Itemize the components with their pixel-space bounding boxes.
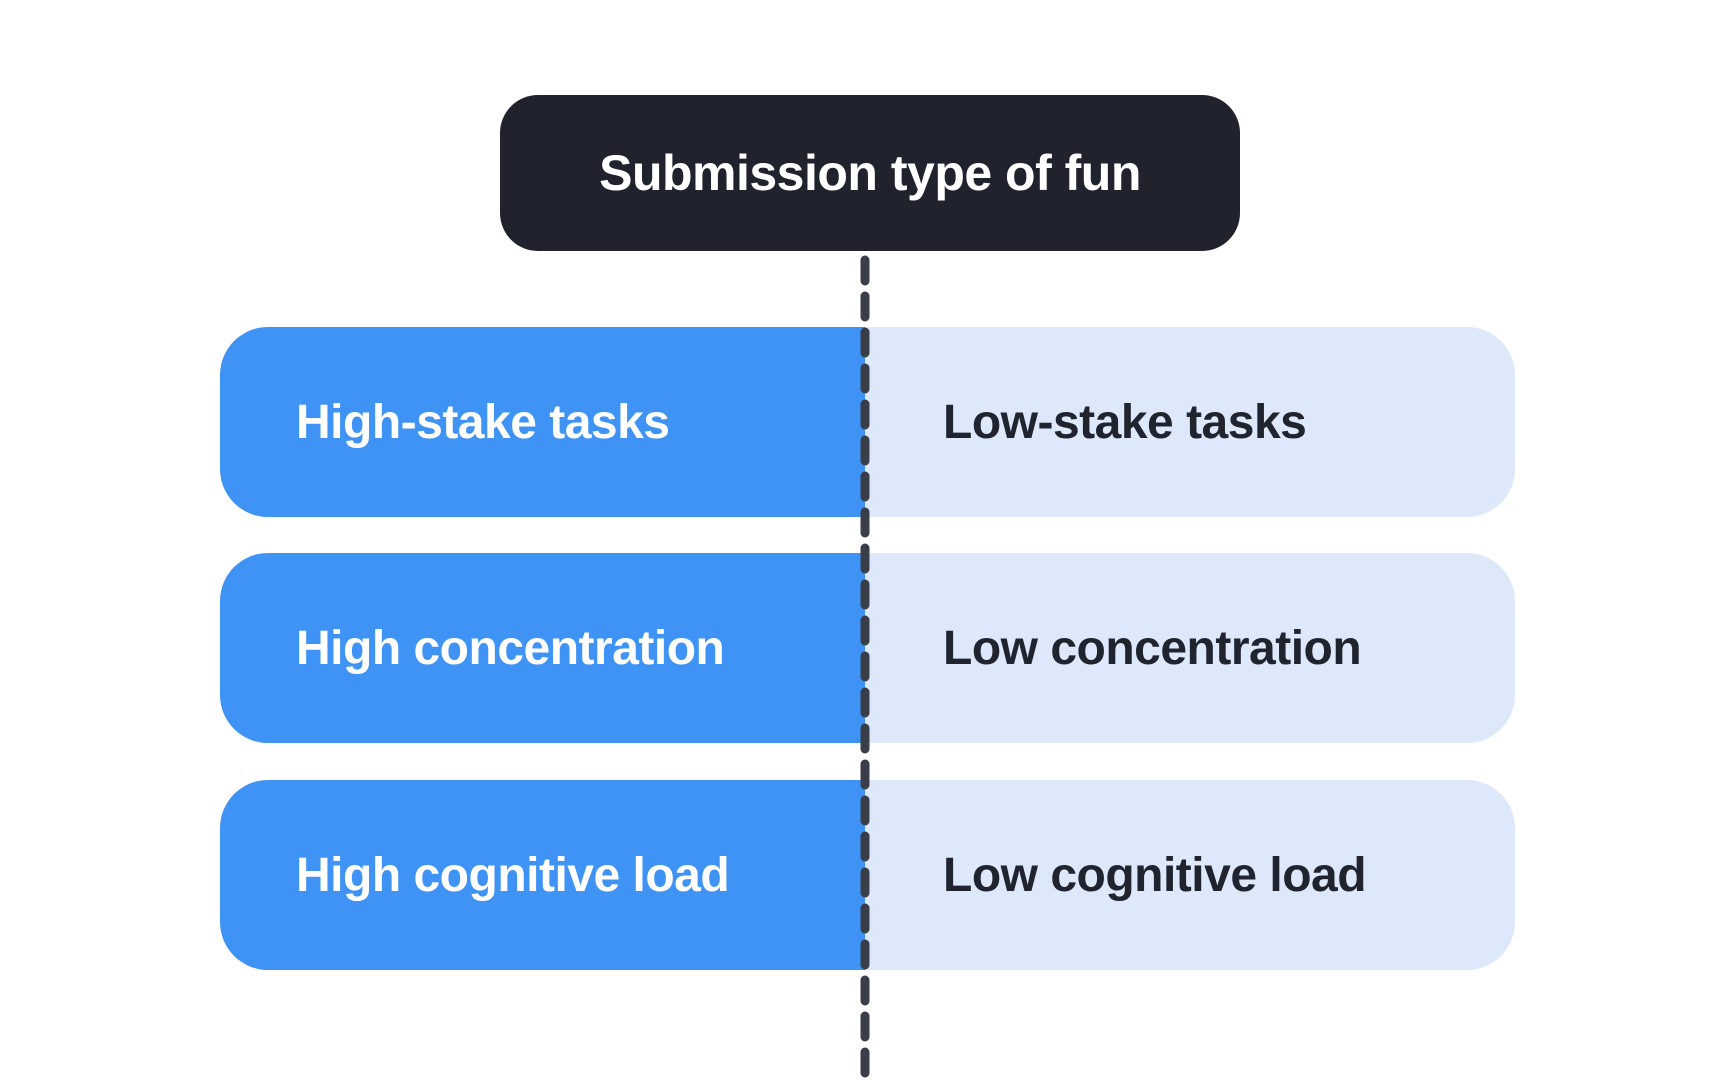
- comparison-row-concentration: High concentration Low concentration: [220, 553, 1515, 743]
- high-stake-tasks-box: High-stake tasks: [220, 327, 865, 517]
- low-cognitive-load-box: Low cognitive load: [865, 780, 1515, 970]
- high-stake-tasks-label: High-stake tasks: [296, 395, 670, 449]
- low-cognitive-load-label: Low cognitive load: [943, 848, 1367, 902]
- title-pill: Submission type of fun: [500, 95, 1240, 251]
- low-concentration-box: Low concentration: [865, 553, 1515, 743]
- high-concentration-box: High concentration: [220, 553, 865, 743]
- high-concentration-label: High concentration: [296, 621, 725, 675]
- comparison-row-stake: High-stake tasks Low-stake tasks: [220, 327, 1515, 517]
- low-concentration-label: Low concentration: [943, 621, 1362, 675]
- low-stake-tasks-box: Low-stake tasks: [865, 327, 1515, 517]
- divider-dashed-line: [860, 255, 870, 1080]
- comparison-row-cognitive-load: High cognitive load Low cognitive load: [220, 780, 1515, 970]
- low-stake-tasks-label: Low-stake tasks: [943, 395, 1307, 449]
- title-text: Submission type of fun: [599, 145, 1141, 201]
- high-cognitive-load-label: High cognitive load: [296, 848, 730, 902]
- high-cognitive-load-box: High cognitive load: [220, 780, 865, 970]
